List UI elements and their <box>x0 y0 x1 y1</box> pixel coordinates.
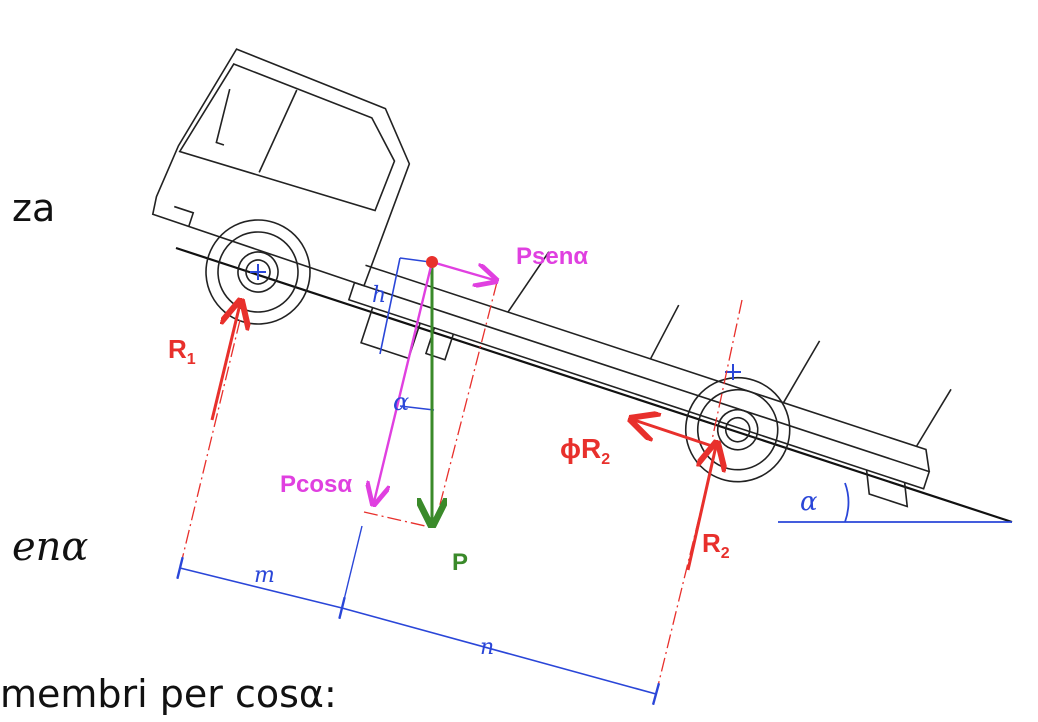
label-h: h <box>372 283 386 308</box>
label-phi-r2: ϕR2 <box>560 433 610 468</box>
component-psen-arrow <box>431 260 494 280</box>
incline-surface <box>175 246 1013 524</box>
label-r2: R2 <box>702 528 730 562</box>
label-psen: Psenα <box>516 243 588 270</box>
label-pcos: Pcosα <box>280 471 352 498</box>
rear-wheel-vertical <box>711 299 743 441</box>
pcos-projection <box>363 511 435 529</box>
dimension-h-top <box>399 257 431 263</box>
alpha-center-ref <box>399 405 435 411</box>
reaction-r2-arrow <box>686 446 716 571</box>
cog-projection-line <box>341 525 363 609</box>
label-r1: R1 <box>168 334 196 368</box>
label-p: P <box>452 549 468 576</box>
rear-wheel-center <box>725 364 741 380</box>
reaction-r1-arrow <box>210 304 240 421</box>
cropped-text-membri-per-cos: membri per cosα: <box>0 672 337 716</box>
label-m: m <box>254 563 275 588</box>
friction-phir2-arrow <box>634 420 713 448</box>
label-n: n <box>480 635 494 660</box>
component-pcos-arrow <box>374 261 434 502</box>
dimension-m <box>176 556 346 620</box>
dimension-h <box>379 257 401 355</box>
front-axle-axis <box>179 319 241 569</box>
psen-projection <box>433 281 498 529</box>
dimension-n <box>341 607 661 706</box>
cropped-formula-sen-alpha: enα <box>12 524 89 570</box>
center-of-gravity <box>426 256 438 268</box>
cropped-text-za: za <box>12 186 56 230</box>
label-alpha-slope: α <box>800 487 818 517</box>
front-wheel-center <box>250 264 266 280</box>
slope-angle-arc <box>844 482 850 523</box>
label-alpha-center: α <box>393 388 409 416</box>
truck-outline <box>151 48 952 508</box>
